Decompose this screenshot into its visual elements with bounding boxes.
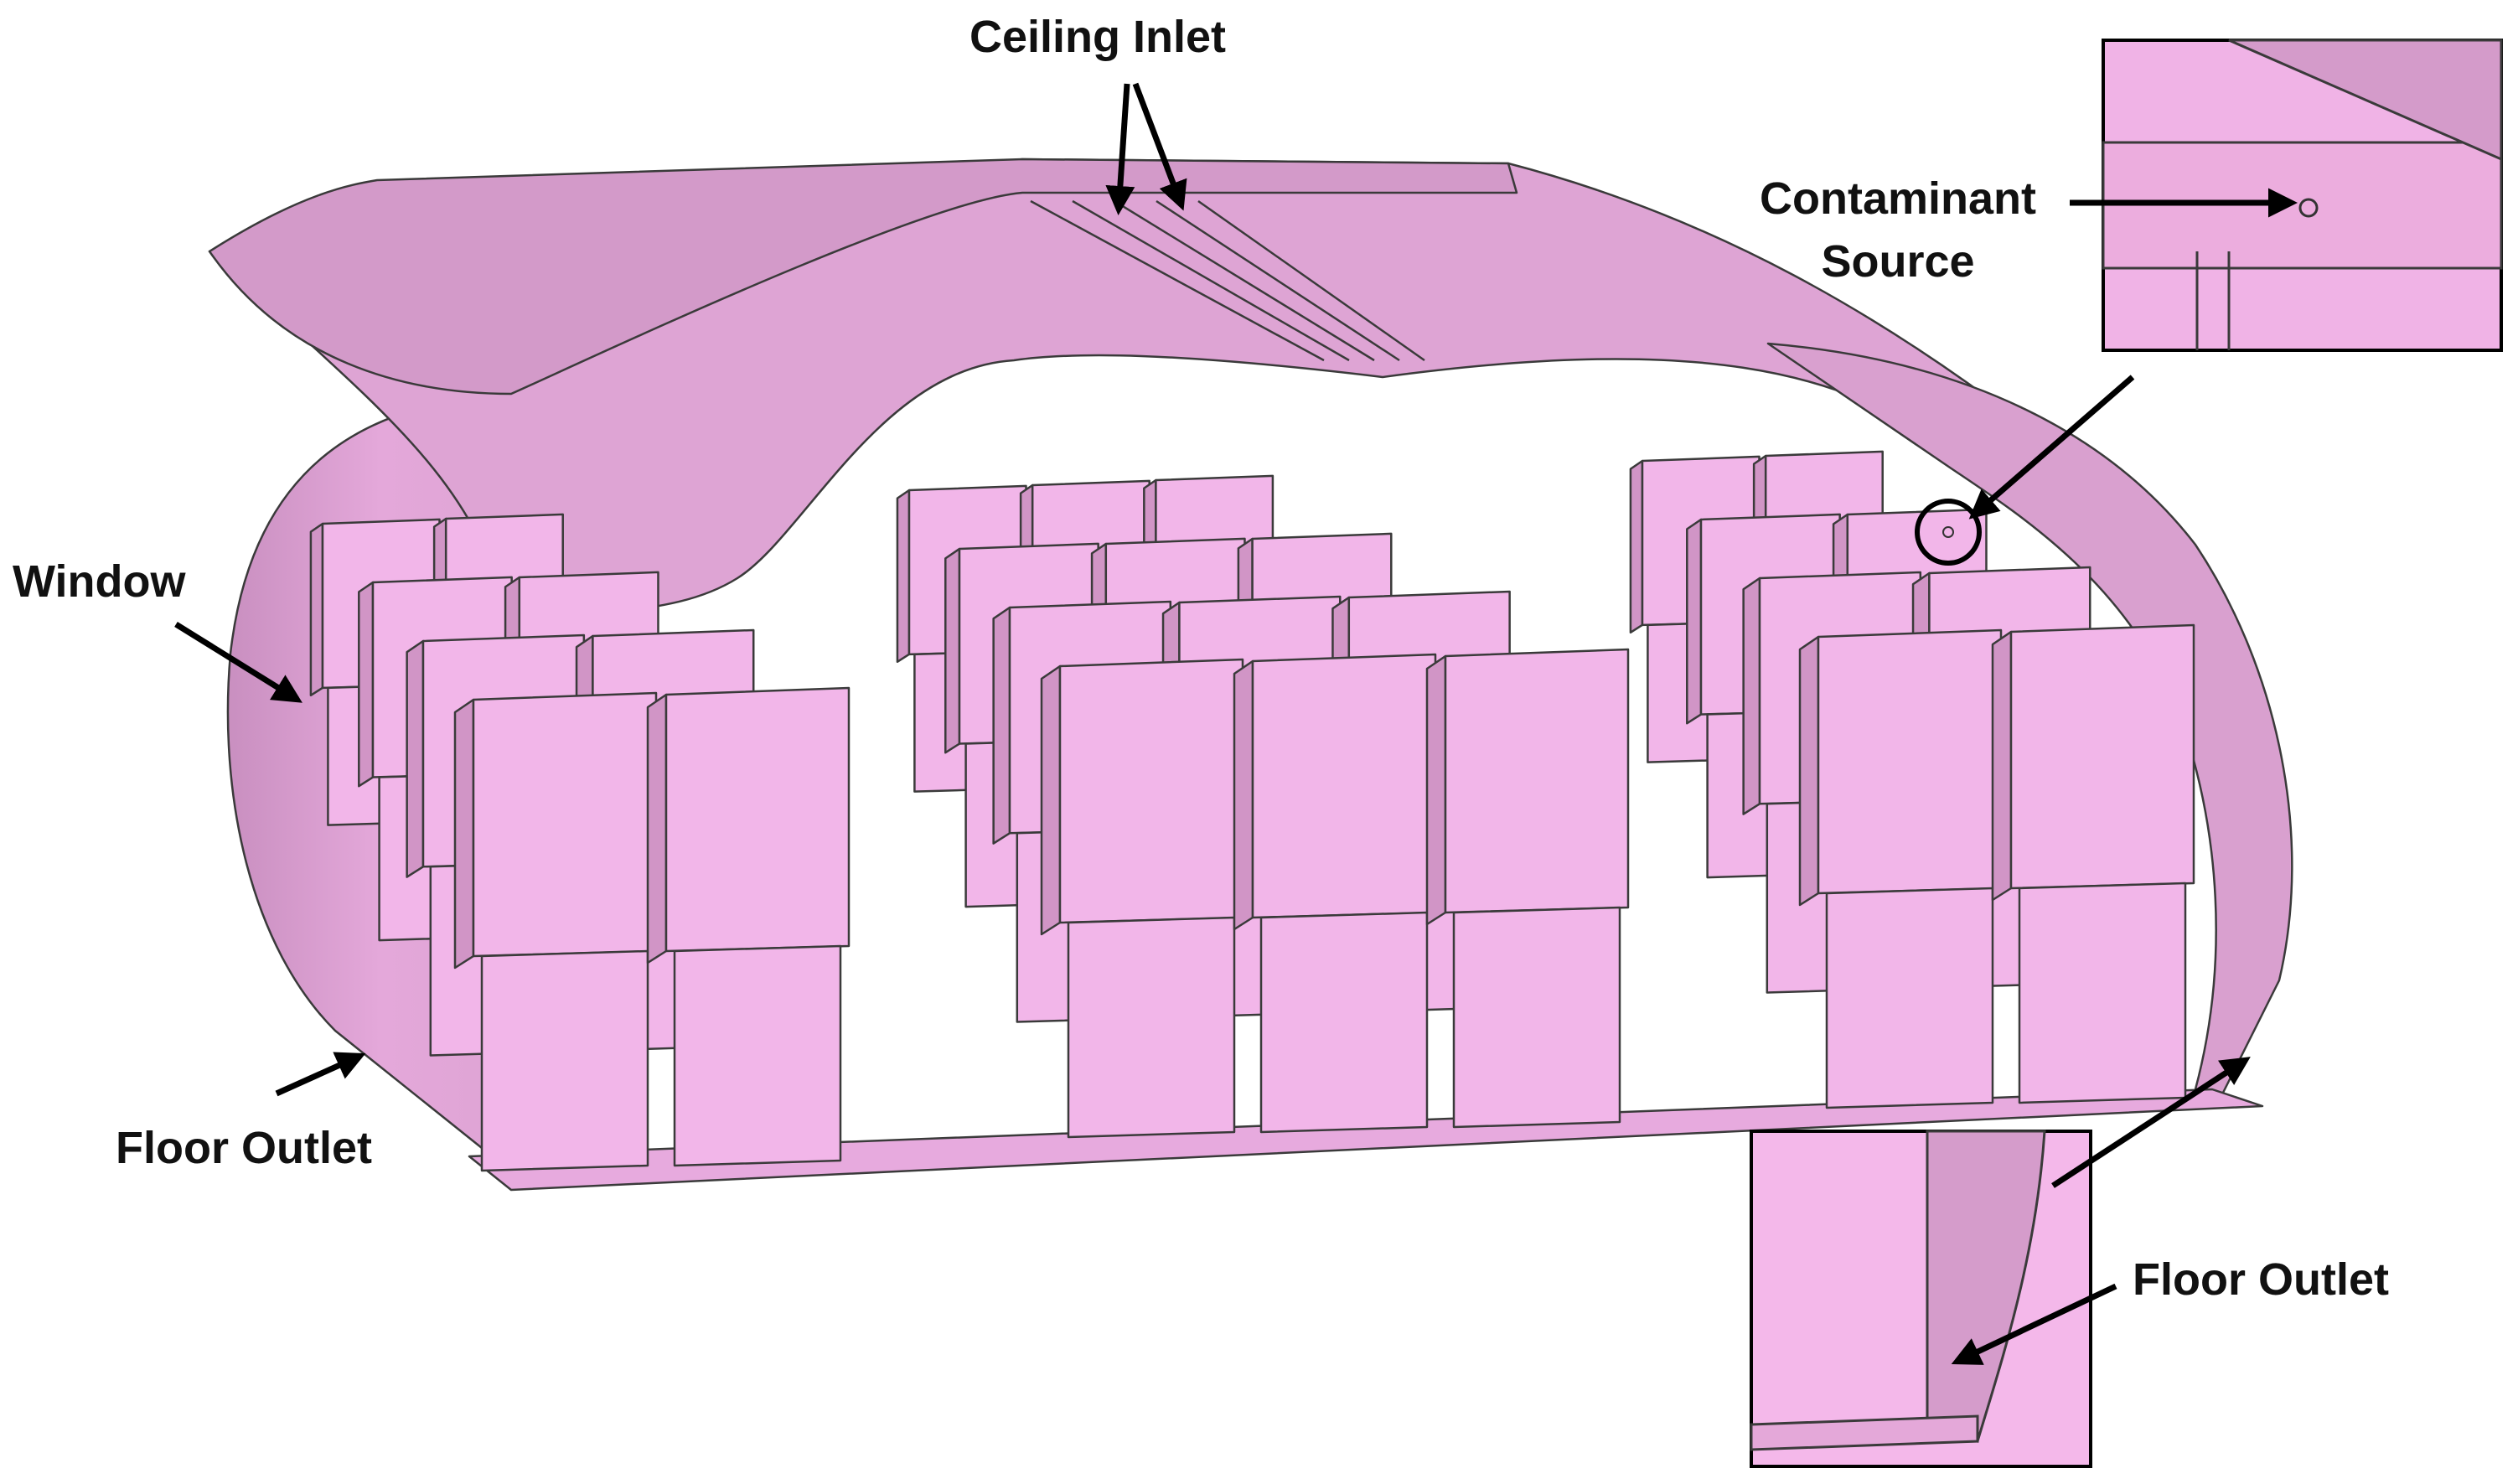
annotation-arrows <box>174 82 2298 1365</box>
contaminant-source-label-line2: Source <box>1821 236 1974 287</box>
arrow-ceiling-inlet-left <box>1105 83 1135 215</box>
cabin-floor <box>468 1088 2264 1192</box>
seat <box>646 686 851 1167</box>
ceiling-inlet-slots <box>1030 199 1425 362</box>
arrow-floor-outlet-left <box>275 1052 366 1097</box>
arrow-contaminant-main <box>1968 375 2135 520</box>
seat <box>453 691 658 1172</box>
floor-outlet-right-label: Floor Outlet <box>2133 1254 2389 1305</box>
contaminant-source-marker <box>2298 198 2319 218</box>
contaminant-inset <box>2102 39 2503 352</box>
cabin-shell <box>208 158 2293 1192</box>
seat <box>1425 648 1630 1129</box>
ceiling-top <box>208 158 1518 396</box>
floor-outlet-left-label: Floor Outlet <box>116 1123 372 1173</box>
seat <box>1040 658 1244 1139</box>
right-window-wall <box>1766 342 2293 1099</box>
seat <box>1991 623 2195 1104</box>
ceiling-inlet-label: Ceiling Inlet <box>969 12 1226 62</box>
arrow-floor-outlet-right-inset <box>1951 1283 2117 1365</box>
arrow-window <box>174 622 302 703</box>
seat <box>1798 628 2003 1109</box>
arrow-floor-outlet-right-main <box>2051 1057 2251 1188</box>
arrow-ceiling-inlet-right <box>1132 82 1187 211</box>
seat <box>1233 653 1437 1134</box>
floor-outlet-inset <box>1750 1130 2092 1468</box>
contaminant-source-label-line1: Contaminant <box>1760 173 2036 224</box>
window-label: Window <box>13 556 186 607</box>
seat-array <box>309 450 2195 1172</box>
contaminant-source-highlight <box>1915 499 1982 566</box>
